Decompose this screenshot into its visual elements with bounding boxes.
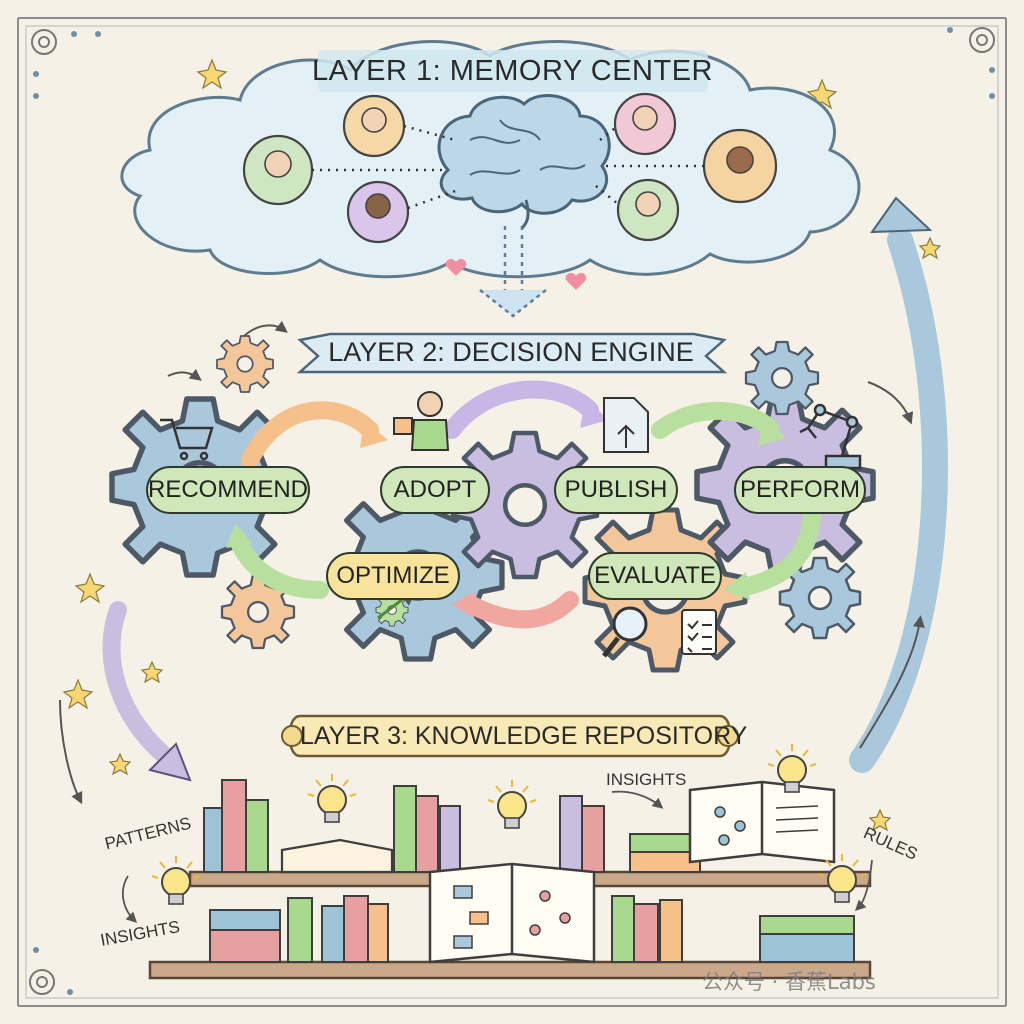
avatar-links (312, 124, 704, 210)
layer3-title: LAYER 3: KNOWLEDGE REPOSITORY (300, 722, 748, 750)
decor-arrows (59, 320, 925, 805)
layer1-title: LAYER 1: MEMORY CENTER (312, 55, 713, 87)
decision-banner (296, 332, 728, 374)
open-book-flat (280, 838, 394, 874)
feedback-arrow-up (849, 227, 948, 773)
corner-swirls (29, 27, 995, 995)
magnifier-icon (602, 606, 648, 658)
decor-dots (33, 27, 995, 995)
step-evaluate: EVALUATE (588, 552, 722, 600)
person-with-box-icon (393, 391, 450, 451)
page-border (17, 17, 1007, 1007)
books-bottom (209, 895, 855, 963)
step-recommend: RECOMMEND (146, 466, 310, 514)
watermark: 公众号 · 香蕉Labs (702, 970, 876, 994)
step-perform: PERFORM (734, 466, 866, 514)
robot-arm-icon (799, 403, 862, 470)
annotation-insights-top: INSIGHTS (606, 770, 687, 789)
decision-to-knowledge-arrow (102, 601, 179, 769)
memory-to-decision-arrow (503, 226, 524, 300)
open-book-flowchart (428, 862, 596, 964)
brain-icon (437, 94, 611, 230)
step-publish: PUBLISH (554, 466, 678, 514)
annotation-arrows (121, 790, 873, 924)
heart-icons (445, 259, 587, 290)
step-adopt: ADOPT (380, 466, 490, 514)
checklist-icon (681, 609, 717, 655)
shopping-cart-icon (160, 418, 214, 461)
open-book-network (688, 780, 836, 864)
stars (62, 58, 942, 832)
books-top (203, 779, 701, 873)
layer2-title: LAYER 2: DECISION ENGINE (328, 337, 694, 367)
flow-arrows (226, 380, 821, 629)
document-upload-icon (603, 397, 649, 453)
step-optimize: OPTIMIZE (326, 552, 460, 600)
